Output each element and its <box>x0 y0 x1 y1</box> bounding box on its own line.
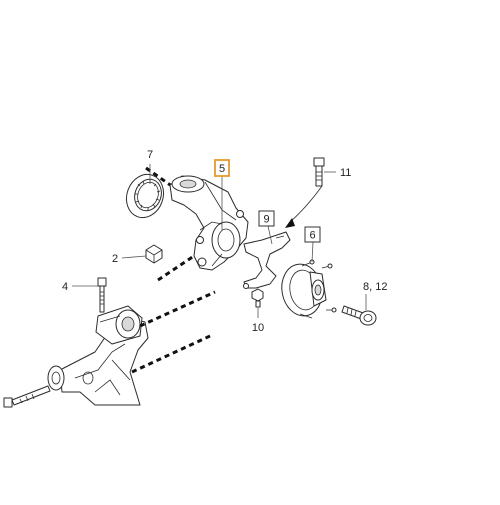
assembly-line-upper <box>139 290 216 328</box>
arrow-head <box>285 218 295 228</box>
callout-10: 10 <box>252 322 264 334</box>
arm-bushing[interactable] <box>95 305 143 345</box>
steering-knuckle-5[interactable] <box>169 175 249 271</box>
leader-6 <box>311 241 314 263</box>
leader-9 <box>267 225 273 245</box>
callout-4: 4 <box>62 281 68 293</box>
nut-2[interactable] <box>145 244 163 264</box>
abs-sensor-ring-7[interactable] <box>121 169 170 223</box>
callout-6-box <box>304 226 321 243</box>
callout-5-box <box>214 159 230 177</box>
callout-9-box <box>258 210 275 227</box>
callout-6: 6 <box>309 230 315 242</box>
arm-mounting-bolt[interactable] <box>3 385 51 408</box>
callout-9: 9 <box>263 214 269 226</box>
callout-11: 11 <box>340 167 351 179</box>
bolt-10[interactable] <box>251 288 264 308</box>
bolt-11[interactable] <box>313 157 325 187</box>
hub-bolt-8-12[interactable] <box>341 305 377 326</box>
callout-8-12: 8, 12 <box>363 281 387 293</box>
bolt-11-arrow-line <box>289 185 323 223</box>
callout-5: 5 <box>219 163 225 175</box>
bolt-4[interactable] <box>97 277 107 313</box>
leader-2 <box>121 255 147 259</box>
callout-7: 7 <box>147 149 153 161</box>
wheel-hub-6[interactable] <box>278 259 337 319</box>
sensor-bracket-9[interactable] <box>243 231 291 289</box>
callout-2: 2 <box>112 253 118 265</box>
